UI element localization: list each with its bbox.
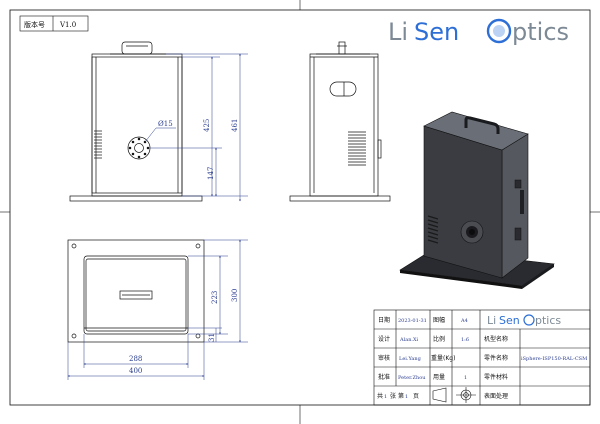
tb-total-unit: 张 [390,392,396,400]
version-value: V1.0 [59,21,76,29]
iso-body-side [501,133,529,279]
top-body-outline [83,255,189,335]
logo-o-ring-icon [486,18,512,44]
dim-height-300: 300 [231,289,239,302]
dim-height-31: 31 [208,333,216,342]
tb-label-model-name: 机型名称 [484,335,508,343]
dim-height-223: 223 [211,291,219,304]
version-box: 版本号 V1.0 [19,15,89,32]
logo-text-sen: Sen [414,18,459,46]
side-top-connector [338,41,346,55]
side-body [309,53,379,197]
logo-text-li: Li [388,18,408,46]
front-dimensions [144,53,248,202]
dim-height-425: 425 [203,119,211,132]
side-vent-grille [348,131,366,166]
tb-label-date: 日期 [378,316,390,324]
brand-logo: Li Sen ptics [388,18,569,46]
front-vent-grille [94,130,102,159]
tb-label-review: 审核 [378,354,390,362]
top-dimensions [67,239,248,380]
title-block-logo: Li Sen ptics [487,314,561,327]
tb-value-sheet-size: A4 [460,318,468,324]
tb-value-date: 2023-01-31 [398,318,427,324]
iso-body-top [423,111,529,151]
dim-height-147: 147 [207,167,215,180]
side-slot-window [329,81,357,97]
tb-label-part-material: 零件材料 [484,373,508,381]
tb-page-prefix: 第 [398,392,404,400]
tb-logo-o-icon [523,314,535,326]
top-handle [119,290,153,300]
tb-row-5: 共 1 张 第 1 页 表面处理 [377,387,508,403]
isometric-view [399,111,555,289]
tb-row-3: 审核 Lei.Yang 重量(Kg) 零件名称 iSphere-ISP150-R… [378,354,587,362]
tb-logo-text-ptics: ptics [535,314,561,327]
front-port-flange [127,136,151,160]
tb-logo-text-sen: Sen [499,314,520,327]
tb-total-prefix: 共 [377,392,383,400]
tb-value-design: Alan.Xi [399,337,419,343]
top-view [67,239,205,343]
tb-value-quantity: 1 [464,375,467,381]
tb-value-scale: 1:6 [461,337,469,343]
tb-value-approve: Peter.Zhou [398,375,426,381]
iso-handle [464,116,500,134]
tb-label-sheet-size: 图幅 [433,316,445,324]
tb-label-surface-treatment: 表面处理 [484,392,508,400]
tb-page-unit: 页 [413,393,419,400]
tb-total-value: 1 [384,394,387,400]
tb-page-value: 1 [405,394,408,400]
dim-hole-diameter: Ø15 [158,120,173,128]
logo-text-ptics: ptics [512,18,569,46]
front-base-plate [69,195,203,202]
tb-row-1: 日期 2023-01-31 图幅 A4 [378,316,468,324]
version-label: 版本号 [24,20,45,29]
dim-height-461: 461 [231,119,239,132]
tb-label-approve: 批准 [378,373,390,381]
projection-symbol-icon [432,387,476,403]
iso-body-front [423,125,503,279]
tb-row-4: 批准 Peter.Zhou 用量 1 零件材料 [378,373,508,381]
tb-label-quantity: 用量 [433,374,445,381]
front-view [69,41,203,202]
tb-label-scale: 比例 [433,335,445,343]
front-handle [121,41,153,55]
iso-side-connector [514,179,522,189]
dim-width-288: 288 [129,355,142,363]
iso-vent-grille [427,215,439,244]
tb-value-part-name: iSphere-ISP150-RAL-CSM [521,356,587,362]
top-base-plate [67,239,205,343]
tb-row-2: 设计 Alan.Xi 比例 1:6 机型名称 [378,335,508,343]
tb-logo-text-li: Li [487,314,496,327]
tb-value-review: Lei.Yang [399,356,422,362]
tb-label-part-name: 零件名称 [484,354,508,362]
tb-label-design: 设计 [378,335,390,343]
tb-label-weight: 重量(Kg) [431,354,455,362]
dim-width-400: 400 [129,367,142,375]
side-view [289,41,391,202]
side-base-plate [289,195,391,202]
title-block [373,309,591,406]
